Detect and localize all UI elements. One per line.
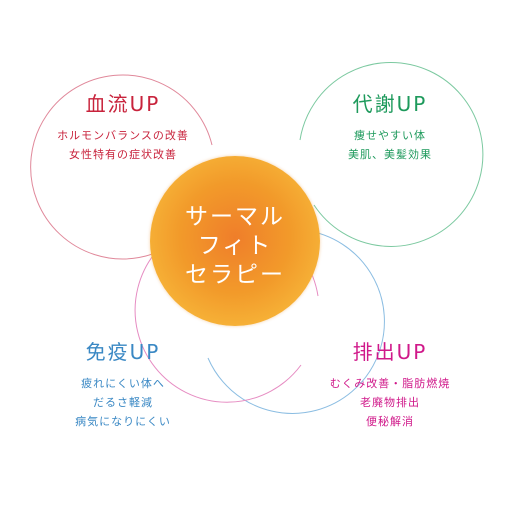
detox-benefit: 老廃物排出 <box>360 396 420 409</box>
immunity-title: 免疫UP <box>85 340 161 364</box>
blood-flow-benefit: ホルモンバランスの改善 <box>57 129 189 142</box>
metabolism-petal: 代謝UP 痩せやすい体 美肌、美髪効果 <box>290 92 490 164</box>
metabolism-benefit: 美肌、美髪効果 <box>348 148 432 161</box>
center-label: サーマル フィト セラピー <box>150 203 320 290</box>
detox-title: 排出UP <box>352 340 428 364</box>
immunity-benefit: 疲れにくい体へ <box>81 377 165 390</box>
center-label-line: フィト <box>197 233 273 259</box>
detox-benefit: 便秘解消 <box>366 415 414 428</box>
immunity-petal: 免疫UP 疲れにくい体へ だるさ軽減 病気になりにくい <box>23 340 223 431</box>
blood-flow-petal: 血流UP ホルモンバランスの改善 女性特有の症状改善 <box>23 92 223 164</box>
immunity-benefit: 病気になりにくい <box>75 415 171 428</box>
metabolism-petal-outline <box>299 61 484 247</box>
detox-petal: 排出UP むくみ改善・脂肪燃焼 老廃物排出 便秘解消 <box>290 340 490 431</box>
blood-flow-title: 血流UP <box>85 92 161 116</box>
center-label-line: サーマル <box>185 204 285 230</box>
metabolism-benefit: 痩せやすい体 <box>354 129 426 142</box>
immunity-benefit: だるさ軽減 <box>93 396 153 409</box>
blood-petal-outline <box>30 74 213 260</box>
metabolism-title: 代謝UP <box>352 92 428 116</box>
detox-benefit: むくみ改善・脂肪燃焼 <box>329 377 451 390</box>
center-label-line: セラピー <box>185 262 285 288</box>
blood-flow-benefit: 女性特有の症状改善 <box>69 148 177 161</box>
center-circle <box>150 156 320 326</box>
